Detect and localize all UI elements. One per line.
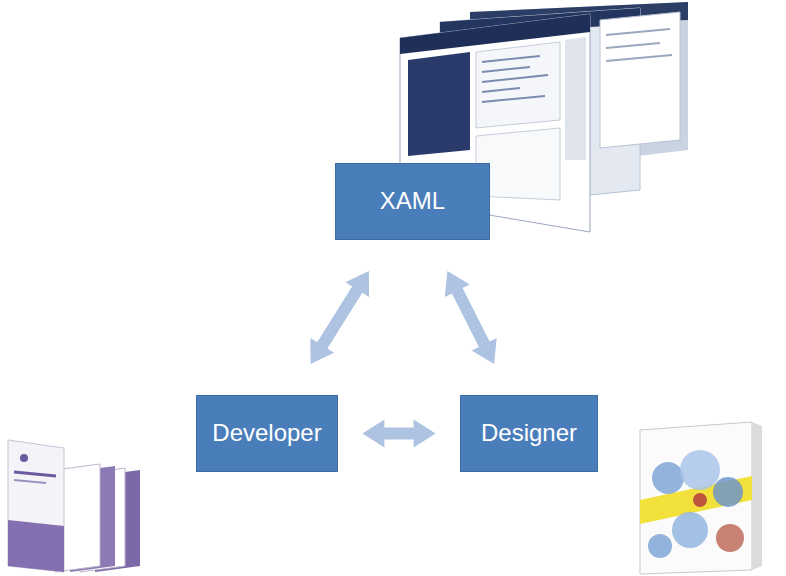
double-arrow xyxy=(310,271,369,364)
process-box: XAML xyxy=(335,163,490,240)
developer-product-boxes xyxy=(8,440,140,572)
box-label: Developer xyxy=(212,419,321,448)
process-box: Developer xyxy=(196,395,338,472)
double-arrow xyxy=(362,420,435,448)
box-label: XAML xyxy=(380,187,445,216)
designer-product-box xyxy=(640,422,762,574)
box-label: Designer xyxy=(481,419,577,448)
double-arrow xyxy=(445,271,497,364)
process-box: Designer xyxy=(460,395,598,472)
